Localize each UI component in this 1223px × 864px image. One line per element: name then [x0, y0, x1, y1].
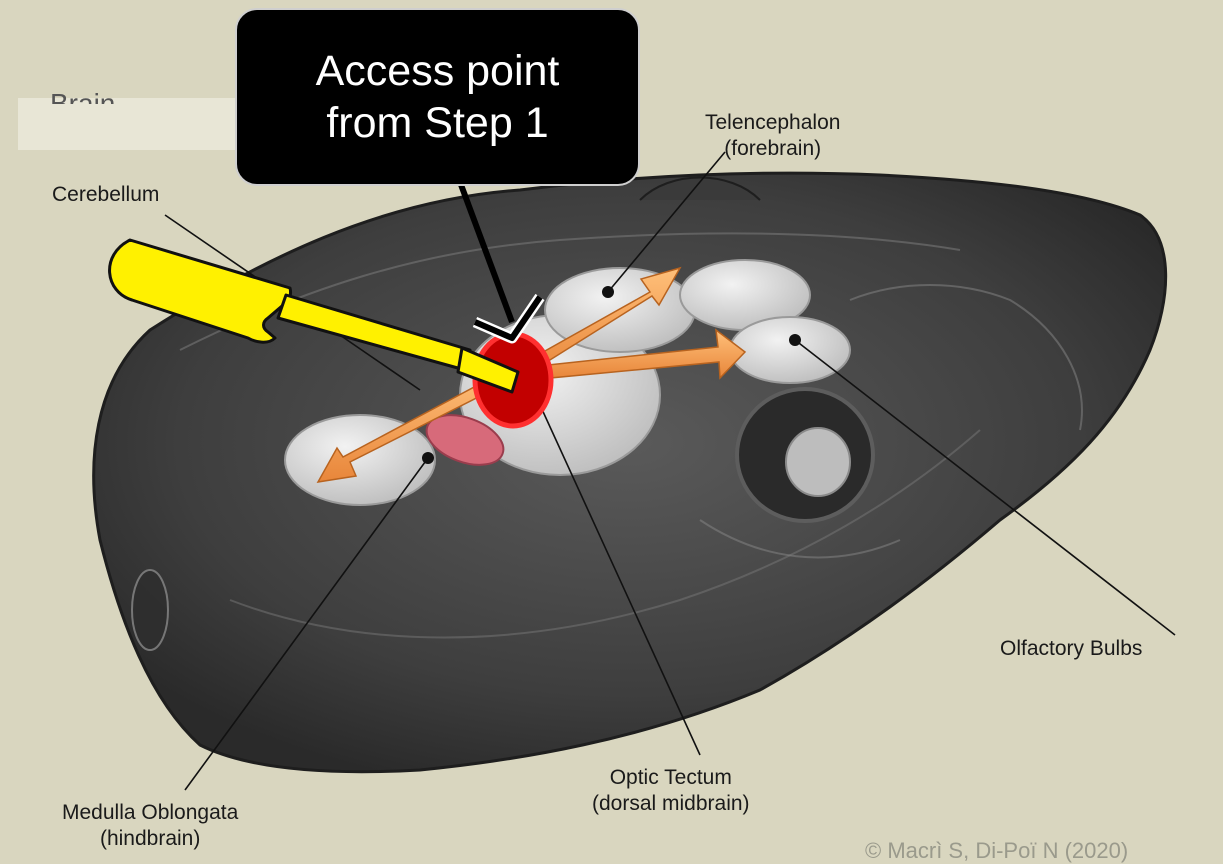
image-credit: © Macrì S, Di-Poï N (2020) [865, 838, 1128, 864]
optic-tectum-name: Optic Tectum [592, 765, 750, 791]
label-optic-tectum: Optic Tectum (dorsal midbrain) [592, 765, 750, 817]
medulla-desc: (hindbrain) [62, 826, 238, 852]
callout-line-1: Access point [237, 45, 638, 97]
partial-heading: Brain [50, 88, 115, 104]
telencephalon-desc: (forebrain) [705, 136, 840, 162]
label-olfactory-bulbs: Olfactory Bulbs [1000, 636, 1142, 662]
medulla-name: Medulla Oblongata [62, 800, 238, 826]
telencephalon-name: Telencephalon [705, 110, 840, 136]
callout-line-2: from Step 1 [237, 97, 638, 149]
label-medulla-oblongata: Medulla Oblongata (hindbrain) [62, 800, 238, 852]
brain-scan-image [94, 173, 1166, 772]
label-telencephalon: Telencephalon (forebrain) [705, 110, 840, 162]
access-point-callout: Access point from Step 1 [235, 8, 640, 186]
label-cerebellum: Cerebellum [52, 182, 159, 208]
optic-tectum-desc: (dorsal midbrain) [592, 791, 750, 817]
partial-heading-strip [18, 98, 240, 150]
